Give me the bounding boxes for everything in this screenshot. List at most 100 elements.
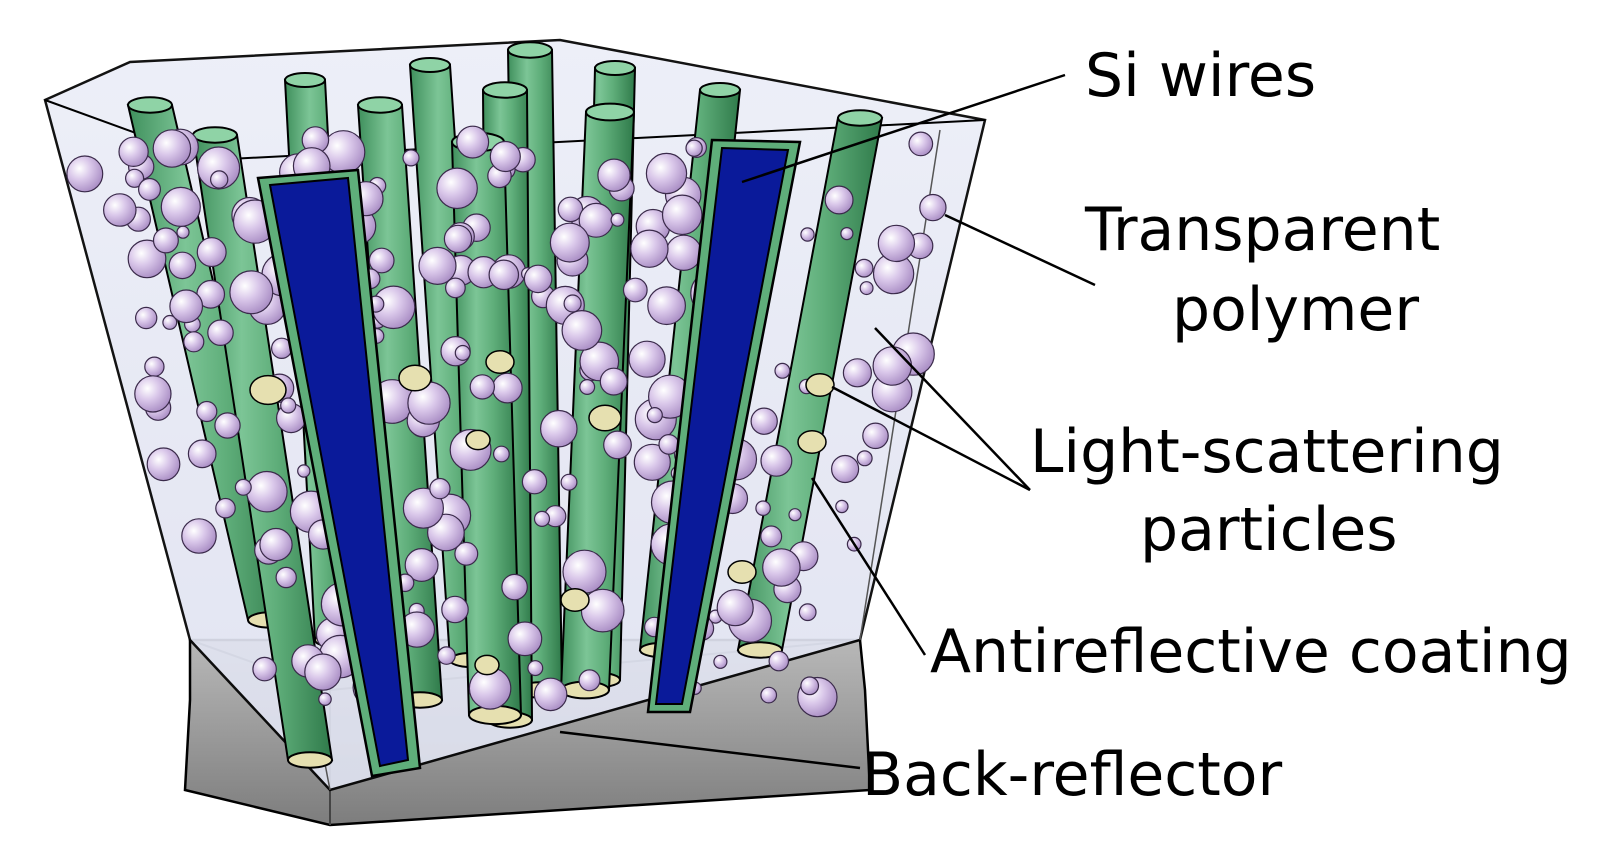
- light-scattering-particle: [768, 650, 790, 672]
- light-scattering-particle: [168, 251, 197, 280]
- light-scattering-particle: [856, 450, 873, 467]
- light-scattering-particle: [402, 149, 420, 167]
- light-scattering-particle: [259, 527, 293, 562]
- light-scattering-particle: [488, 259, 520, 291]
- light-scattering-particle: [402, 487, 444, 529]
- particle-cross-section: [465, 429, 491, 451]
- light-scattering-particle: [197, 146, 241, 190]
- label-transparent-polymer-1: Transparent: [1084, 195, 1440, 265]
- light-scattering-particle: [661, 194, 703, 236]
- light-scattering-particle: [603, 430, 632, 460]
- light-scattering-particle: [138, 177, 162, 201]
- light-scattering-particle: [280, 397, 297, 414]
- particle-cross-section: [474, 654, 500, 676]
- light-scattering-particle: [493, 445, 510, 463]
- light-scattering-particle: [824, 185, 854, 215]
- light-scattering-particle: [630, 229, 669, 268]
- light-scattering-particle: [183, 331, 205, 353]
- light-scattering-particle: [760, 444, 793, 477]
- light-scattering-particle: [578, 669, 601, 692]
- particle-cross-section: [398, 364, 432, 392]
- label-back-reflector: Back-reflector: [862, 740, 1283, 810]
- light-scattering-particle: [162, 314, 178, 330]
- light-scattering-particle: [454, 344, 471, 361]
- light-scattering-particle: [798, 603, 817, 622]
- cutaway-wire-right: [646, 138, 802, 714]
- light-scattering-particle: [404, 547, 439, 582]
- leader-antireflective: [810, 477, 927, 656]
- particle-cross-section: [797, 430, 827, 454]
- particle-cross-section: [485, 350, 515, 374]
- light-scattering-particle: [760, 525, 783, 548]
- light-scattering-particle: [877, 224, 916, 263]
- light-scattering-particle: [539, 409, 578, 448]
- light-scattering-particle: [196, 237, 227, 268]
- light-scattering-particle: [762, 548, 801, 587]
- light-scattering-particle: [597, 158, 631, 192]
- light-scattering-particle: [489, 140, 521, 173]
- light-scattering-particle: [800, 227, 815, 242]
- light-scattering-particle: [563, 294, 582, 313]
- light-scattering-particle: [561, 310, 603, 351]
- light-scattering-particle: [196, 400, 218, 423]
- particle-cross-section: [727, 560, 757, 584]
- light-scattering-particle: [872, 346, 913, 386]
- light-scattering-particle: [469, 374, 495, 400]
- light-scattering-particle: [181, 518, 217, 554]
- leader-transparent-polymer: [944, 213, 1096, 287]
- light-scattering-particle: [152, 227, 179, 254]
- light-scattering-particle: [304, 653, 342, 691]
- light-scattering-particle: [134, 375, 172, 413]
- light-scattering-particle: [418, 246, 457, 285]
- light-scattering-particle: [441, 595, 469, 624]
- light-scattering-particle: [429, 477, 451, 500]
- light-scattering-particle: [252, 656, 277, 682]
- light-scattering-particle: [562, 549, 607, 594]
- light-scattering-particle: [579, 379, 596, 396]
- light-scattering-particle: [523, 264, 553, 294]
- light-scattering-particle: [830, 454, 860, 484]
- light-scattering-particle: [368, 247, 395, 274]
- light-scattering-particle: [646, 407, 663, 424]
- light-scattering-particle: [760, 686, 778, 704]
- light-scattering-particle: [169, 289, 204, 324]
- light-scattering-particle: [246, 470, 288, 513]
- light-scattering-particle: [713, 654, 728, 669]
- light-scattering-particle: [647, 286, 686, 326]
- light-scattering-particle: [275, 566, 297, 589]
- light-scattering-particle: [788, 508, 802, 522]
- light-scattering-particle: [560, 473, 578, 491]
- light-scattering-particle: [445, 277, 466, 299]
- light-scattering-particle: [622, 277, 648, 303]
- light-scattering-particle: [599, 367, 628, 396]
- light-scattering-particle: [633, 443, 671, 481]
- light-scattering-particle: [125, 168, 145, 188]
- light-scattering-particle: [549, 222, 590, 263]
- light-scattering-particle: [854, 258, 874, 278]
- light-scattering-particle: [908, 131, 934, 157]
- light-scattering-particle: [209, 170, 229, 189]
- particle-cross-section: [560, 588, 590, 612]
- light-scattering-particle: [665, 234, 702, 271]
- light-scattering-particle: [628, 340, 666, 378]
- light-scattering-particle: [234, 478, 252, 496]
- leader-back-reflector: [559, 730, 861, 770]
- light-scattering-particle: [533, 510, 551, 528]
- light-scattering-particle: [800, 676, 820, 696]
- light-scattering-particle: [118, 136, 149, 167]
- light-scattering-particle: [658, 434, 680, 455]
- light-scattering-particle: [318, 692, 332, 706]
- light-scattering-particle: [127, 239, 167, 279]
- light-scattering-particle: [685, 139, 703, 157]
- label-light-scattering-1: Light-scattering: [1030, 417, 1504, 487]
- label-si-wires: Si wires: [1085, 41, 1316, 111]
- light-scattering-particle: [187, 439, 217, 469]
- light-scattering-particle: [750, 407, 778, 435]
- light-scattering-particle: [501, 573, 528, 601]
- light-scattering-particle: [436, 167, 478, 210]
- leader-si-wires: [741, 73, 1066, 184]
- light-scattering-particle: [645, 152, 688, 195]
- light-scattering-particle: [103, 193, 137, 227]
